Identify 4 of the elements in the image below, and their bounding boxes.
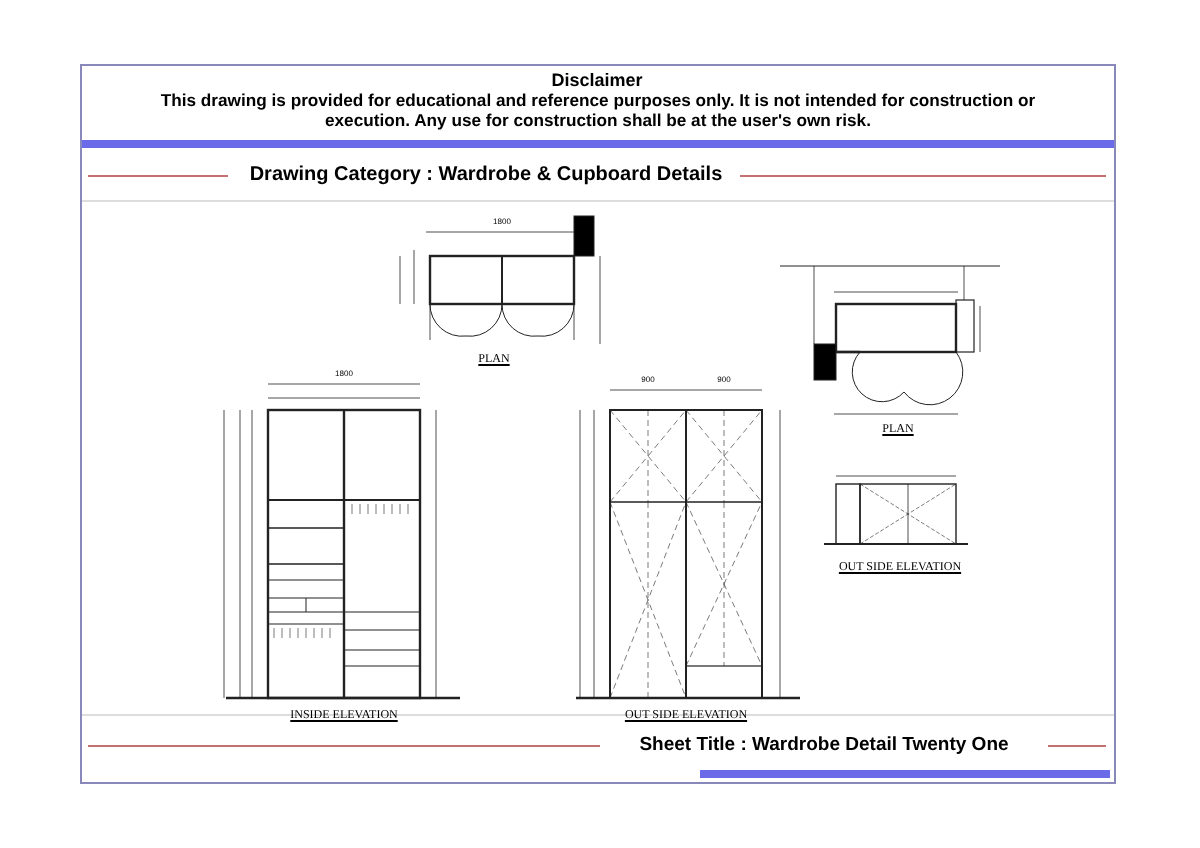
disclaimer-heading: Disclaimer (549, 70, 645, 92)
drawing-category: Drawing Category : Wardrobe & Cupboard Details (247, 164, 725, 188)
disclaimer-text: This drawing is provided for educational and reference purposes only. It is not intended for construction or execution. Any use for construction shall be at the user's own risk. (158, 90, 1038, 132)
sheet-title: Sheet Title : Wardrobe Detail Twenty One (637, 734, 1011, 757)
